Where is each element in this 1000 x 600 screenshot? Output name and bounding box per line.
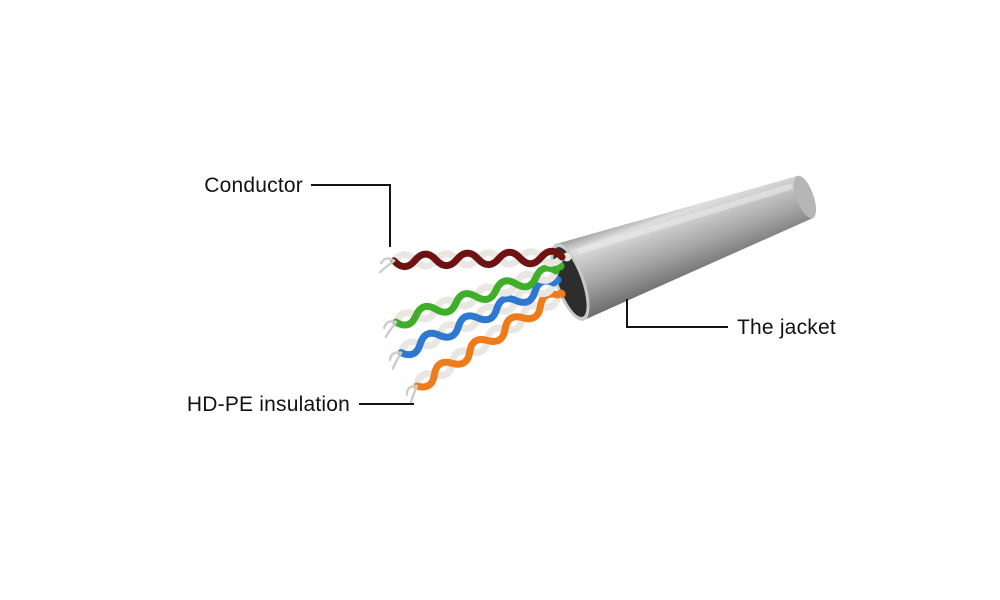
inner-wire-cross-section-white <box>562 252 572 262</box>
jacket-highlight <box>577 184 793 254</box>
callout-jacket: The jacket <box>626 299 836 339</box>
label-conductor: Conductor <box>204 174 303 197</box>
callout-line-jacket <box>626 299 728 328</box>
callout-insulation: HD-PE insulation <box>187 393 414 416</box>
callout-conductor: Conductor <box>204 174 391 247</box>
callout-line-conductor <box>311 184 391 247</box>
label-insulation: HD-PE insulation <box>187 393 350 416</box>
cable-jacket <box>556 176 813 320</box>
jacket-end-cap <box>793 175 817 219</box>
label-jacket: The jacket <box>737 316 836 339</box>
